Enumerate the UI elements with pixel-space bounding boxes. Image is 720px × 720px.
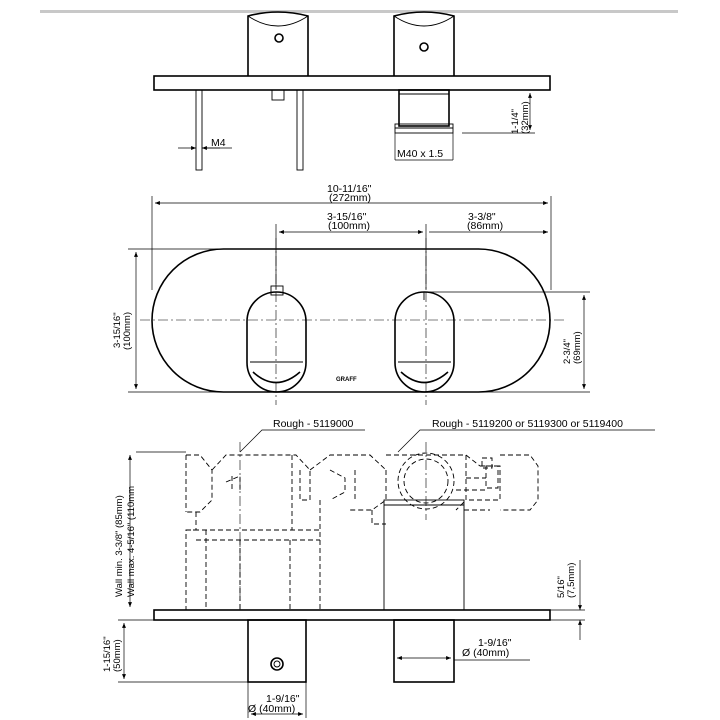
width-in-label: 10-11/16" — [327, 183, 372, 195]
handle-in-label: 2-3/4" — [562, 339, 573, 364]
height-in-label: 3-15/16" — [112, 312, 123, 348]
plate-in-label: 5/16" — [556, 576, 567, 598]
right-handle-front — [394, 291, 455, 393]
threaded-connector — [394, 89, 454, 134]
mount-rod-right — [296, 89, 304, 171]
stem-stub — [271, 89, 285, 101]
dia-bottom-mm-label: Ø (40mm) — [248, 703, 295, 715]
rough-right-leader — [397, 429, 655, 453]
thread-label: M40 x 1.5 — [397, 148, 443, 160]
top-view: M4 M40 x 1.5 1-1/4" (32mm) — [153, 11, 551, 171]
wall-plate-side — [153, 609, 551, 621]
bottom-handle — [247, 619, 307, 683]
right-handle-top — [393, 11, 455, 76]
height-mm-label: (100mm) — [122, 312, 133, 350]
plate-mm-label: (7,5mm) — [566, 563, 577, 598]
depth-mm-label: (32mm) — [520, 101, 531, 134]
left-handle-top — [247, 11, 309, 76]
top-divider — [40, 10, 678, 13]
side-view: Rough - 5119000 Rough - 5119200 or 51193… — [102, 418, 655, 718]
rough-right-label: Rough - 5119200 or 5119300 or 5119400 — [432, 418, 623, 430]
width-mm-label: (272mm) — [329, 192, 371, 204]
proj-in-label: 1-15/16" — [102, 636, 113, 672]
rough-left-label: Rough - 5119000 — [273, 418, 354, 430]
right-cylinder — [393, 619, 455, 683]
wall-min-label: Wall min. 3-3/8" (85mm) — [114, 495, 125, 597]
front-view: 10-11/16" (272mm) 3-15/16" (100mm) 3-3/8… — [112, 183, 590, 405]
left-handle-front — [246, 285, 307, 393]
spacing-in-label: 3-15/16" — [327, 211, 367, 223]
handle-mm-label: (69mm) — [572, 331, 583, 364]
rough-left-leader — [239, 429, 365, 453]
dia-right-in-label: 1-9/16" — [478, 637, 512, 649]
offset-mm-label: (86mm) — [467, 220, 503, 232]
mount-rod-left — [195, 89, 203, 171]
offset-in-label: 3-3/8" — [468, 211, 496, 223]
dia-bottom-in-label: 1-9/16" — [266, 693, 300, 705]
logo-label: GRAFF — [336, 377, 357, 383]
rough-valve-body — [185, 452, 539, 610]
spacing-mm-label: (100mm) — [328, 220, 370, 232]
depth-in-label: 1-1/4" — [510, 109, 521, 134]
proj-mm-label: (50mm) — [112, 639, 123, 672]
wall-plate-top — [153, 75, 551, 91]
m4-label: M4 — [211, 137, 226, 149]
dia-right-mm-label: Ø (40mm) — [462, 647, 509, 659]
valve-sleeve — [383, 499, 465, 611]
wall-max-label: Wall max. 4-5/16" (110mm — [126, 486, 137, 597]
faceplate — [151, 248, 551, 393]
